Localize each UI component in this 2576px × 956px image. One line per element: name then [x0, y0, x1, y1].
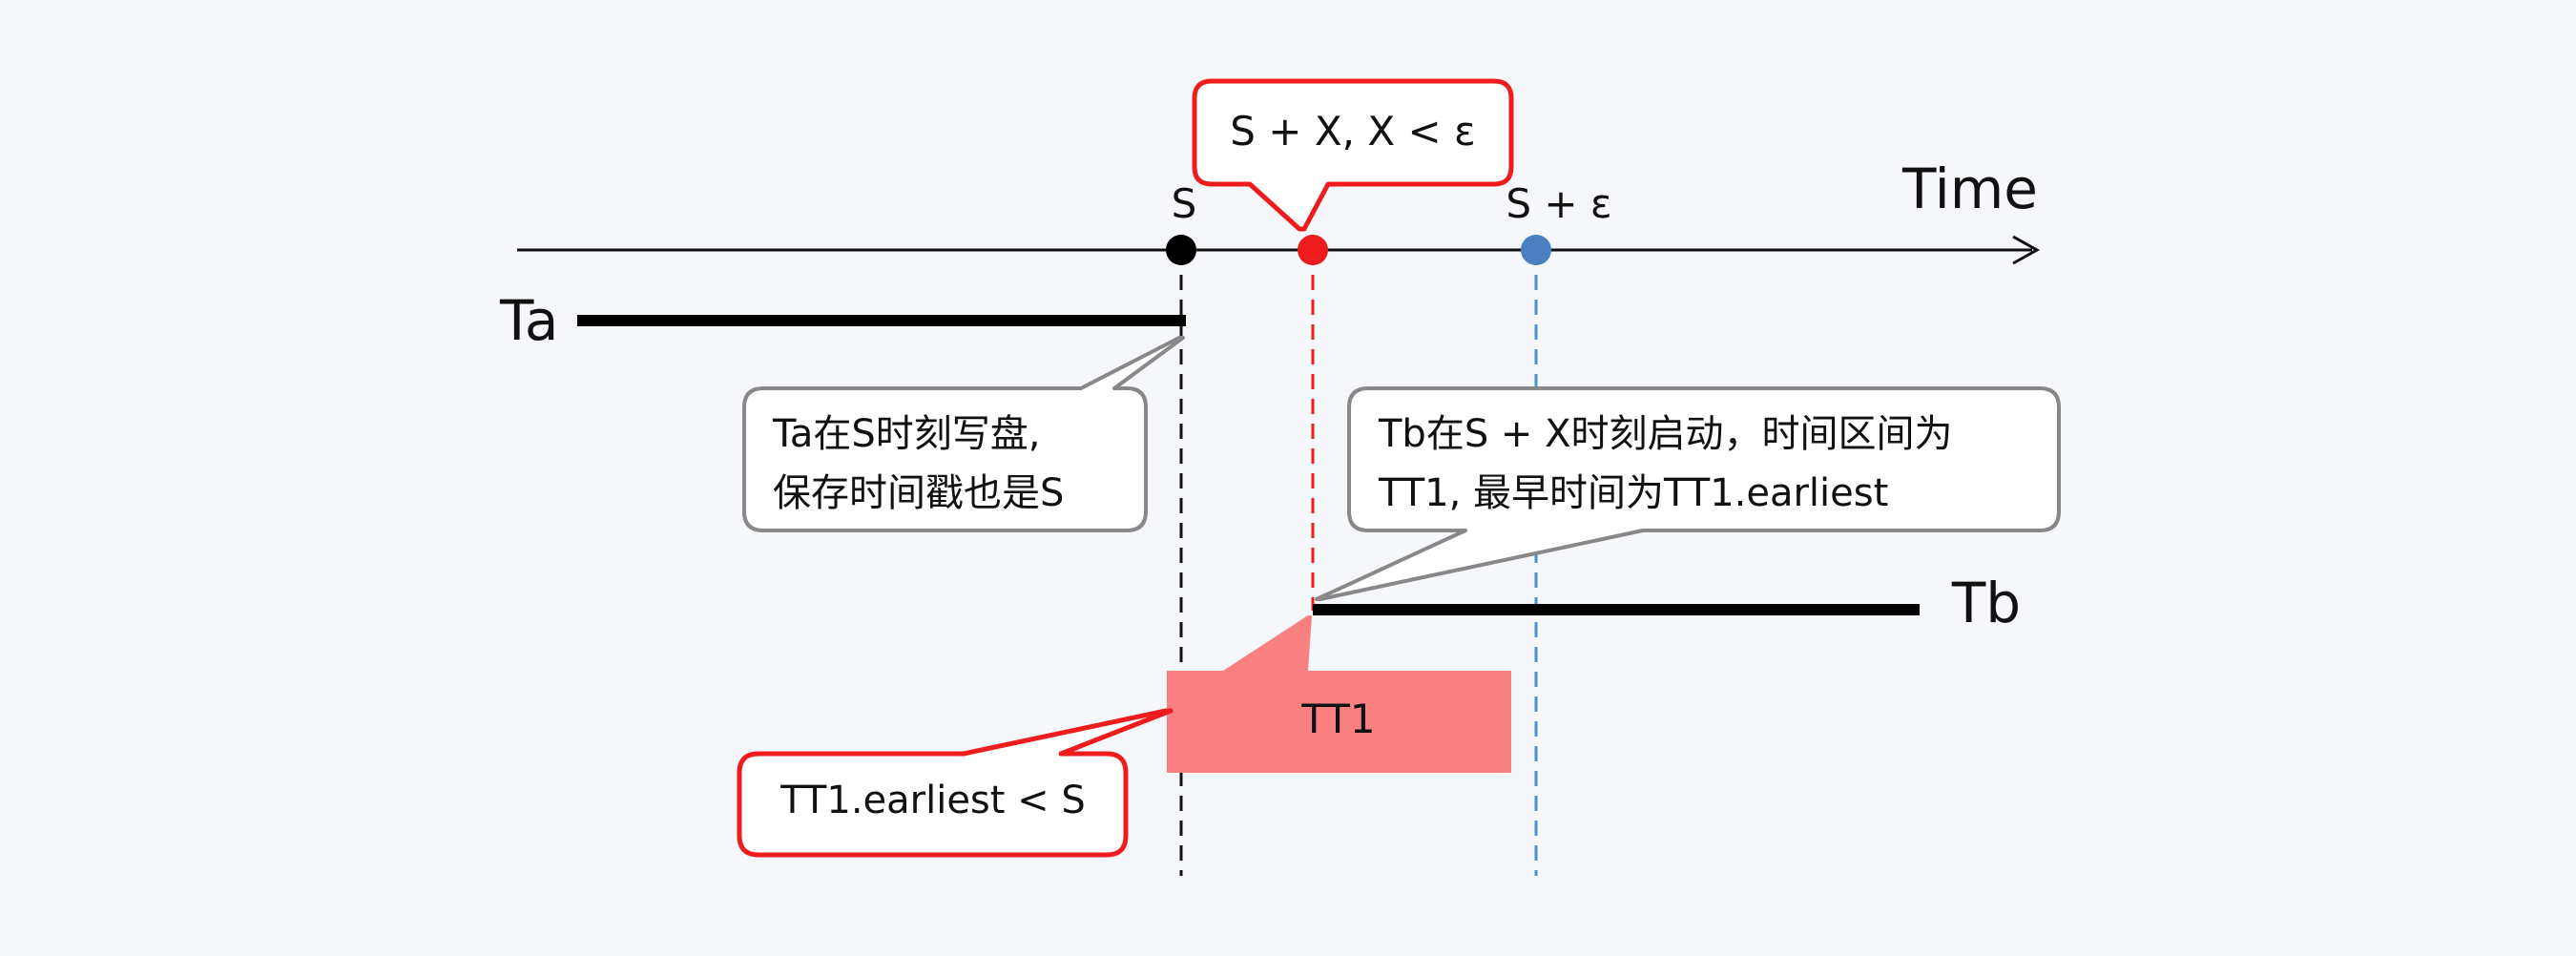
- time-axis-label: Time: [1901, 156, 2038, 221]
- point-se-label: S + ε: [1506, 180, 1611, 227]
- tt1-interval: [1167, 615, 1511, 773]
- point-s-label: S: [1172, 180, 1197, 227]
- tb-note-callout: [1315, 386, 2061, 601]
- point-s: [1166, 235, 1196, 265]
- ta-label: Ta: [499, 288, 558, 353]
- earliest-callout-text: TT1.earliest < S: [779, 779, 1086, 822]
- tb-note-line-1: Tb在S + X时刻启动，时间区间为: [1378, 412, 1953, 456]
- sx-callout: [1192, 78, 1514, 232]
- tb-label: Tb: [1951, 571, 2021, 635]
- sx-callout-text: S + X, X < ε: [1230, 108, 1475, 155]
- point-sx: [1298, 235, 1328, 265]
- tb-note-line-2: TT1, 最早时间为TT1.earliest: [1378, 471, 1888, 515]
- ta-note-callout: [742, 336, 1185, 532]
- ta-note-line-2: 保存时间戳也是S: [773, 471, 1064, 515]
- point-se: [1521, 235, 1551, 265]
- time-axis-arrowhead: [2012, 235, 2041, 265]
- ta-note-line-1: Ta在S时刻写盘,: [772, 412, 1040, 456]
- tt1-label: TT1: [1300, 696, 1375, 742]
- earliest-callout: [737, 708, 1174, 858]
